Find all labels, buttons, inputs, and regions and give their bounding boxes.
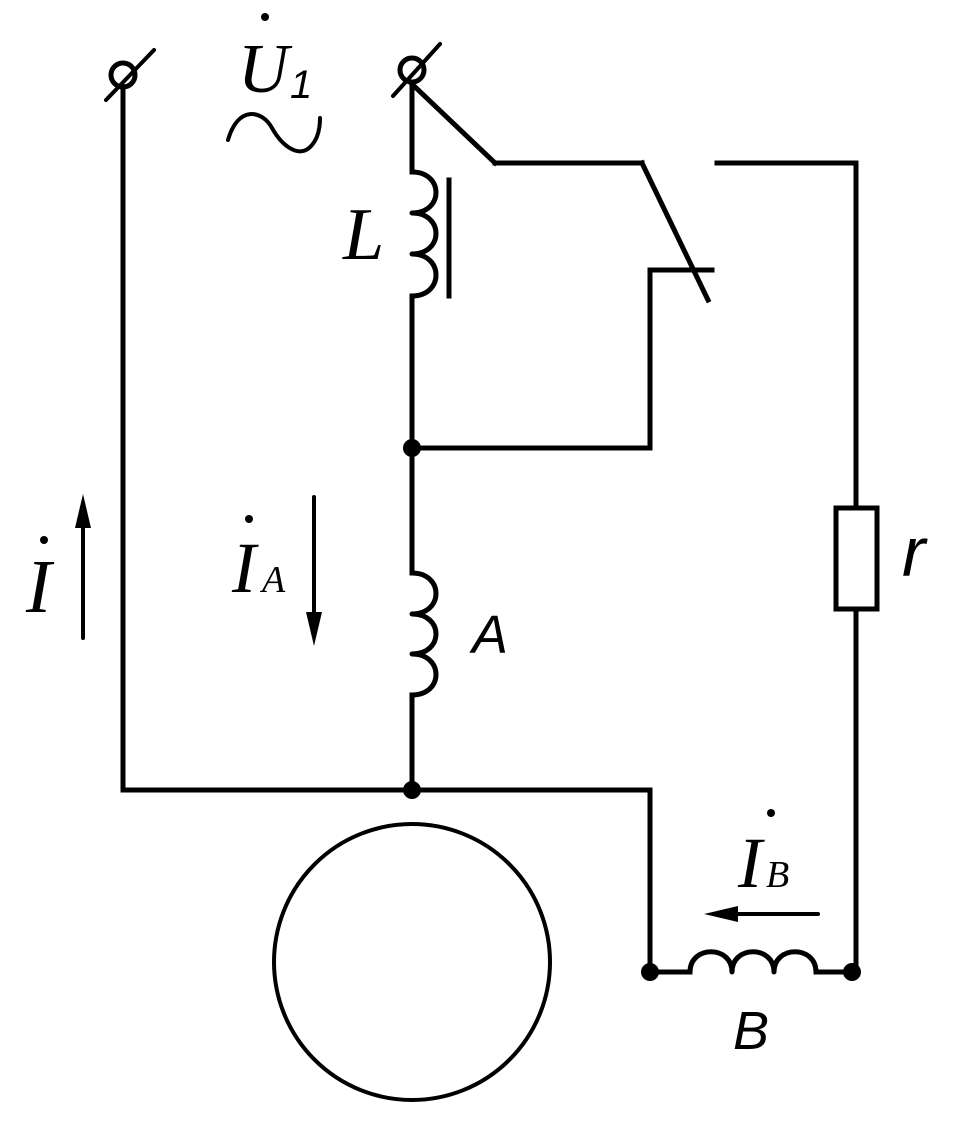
winding-b-branch (409, 787, 859, 975)
svg-text:I: I (737, 823, 765, 903)
junction-node-b-left (641, 963, 659, 981)
junction-node-bottom (403, 781, 421, 799)
winding-b-coil (687, 949, 819, 975)
left-terminal (104, 48, 156, 102)
resistor-branch (833, 160, 880, 975)
arrow-main-current-up (75, 494, 91, 640)
label-source-voltage: U 1 (238, 13, 312, 108)
svg-text:1: 1 (290, 63, 312, 107)
arrow-current-a-down (306, 495, 322, 646)
svg-text:B: B (766, 854, 789, 896)
choke-l-coil (409, 169, 439, 299)
switch-branch (408, 80, 859, 451)
svg-text:I: I (25, 545, 55, 629)
label-current-b: I B (737, 809, 789, 903)
svg-text:U: U (238, 31, 293, 108)
svg-text:A: A (259, 559, 286, 601)
label-resistor-r: r (902, 513, 928, 591)
winding-a-coil (409, 570, 439, 698)
ac-source-symbol (226, 112, 322, 154)
resistor-r (833, 505, 880, 612)
svg-text:I: I (231, 528, 259, 608)
left-supply-wire (120, 81, 415, 793)
label-winding-a: A (469, 605, 508, 665)
arrow-current-b-left (704, 906, 820, 922)
motor-rotor (272, 822, 552, 1102)
label-choke-l: L (342, 194, 384, 276)
label-main-current: I (25, 536, 55, 629)
junction-node-b-right (843, 963, 861, 981)
junction-node-mid (403, 439, 421, 457)
switch-blade (638, 159, 712, 304)
label-winding-b: B (733, 1001, 769, 1061)
label-current-a: I A (231, 515, 286, 608)
